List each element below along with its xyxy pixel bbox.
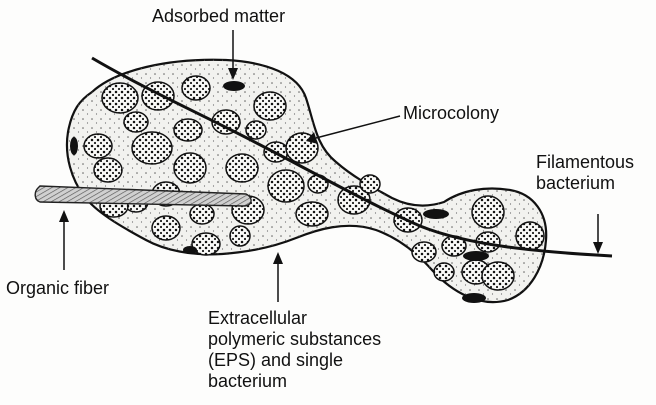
- bacterial-cell: [412, 242, 436, 262]
- label-eps-line-3: (EPS) and single: [208, 350, 381, 371]
- adsorbed-particle: [463, 251, 489, 261]
- bacterial-cell: [132, 132, 172, 164]
- bacterial-cell: [174, 119, 202, 141]
- bacterial-cell: [174, 153, 206, 183]
- bacterial-cell: [124, 112, 148, 132]
- bacterial-cell: [434, 263, 454, 281]
- bacterial-cell: [182, 76, 210, 100]
- adsorbed-particle: [423, 209, 449, 219]
- label-microcolony: Microcolony: [403, 103, 499, 124]
- label-organic-fiber: Organic fiber: [6, 278, 109, 299]
- bacterial-cell: [230, 226, 250, 246]
- adsorbed-particle: [183, 246, 197, 254]
- label-filamentous-bacterium: Filamentous bacterium: [536, 152, 634, 194]
- bacterial-cell: [472, 196, 504, 228]
- bacterial-cell: [254, 92, 286, 120]
- bacterial-cell: [190, 204, 214, 224]
- bacterial-cell: [94, 158, 122, 182]
- bacterial-cell: [102, 83, 138, 113]
- label-filamentous-line-1: Filamentous: [536, 152, 634, 173]
- bacterial-cell: [226, 154, 258, 182]
- bacterial-cell: [268, 170, 304, 202]
- label-eps-line-2: polymeric substances: [208, 329, 381, 350]
- arrow-microcolony: [316, 116, 400, 138]
- label-adsorbed-matter: Adsorbed matter: [152, 6, 285, 27]
- adsorbed-particle: [70, 137, 78, 155]
- bacterial-cell: [84, 134, 112, 158]
- label-filamentous-line-2: bacterium: [536, 173, 634, 194]
- bacterial-cell: [296, 202, 328, 226]
- bacterial-cell: [152, 216, 180, 240]
- bacterial-cell: [360, 175, 380, 193]
- label-eps-line-1: Extracellular: [208, 308, 381, 329]
- bacterial-cell: [482, 262, 514, 290]
- label-eps-line-4: bacterium: [208, 371, 381, 392]
- bacterial-cell: [516, 222, 544, 250]
- adsorbed-particle: [223, 81, 245, 91]
- label-eps: Extracellular polymeric substances (EPS)…: [208, 308, 381, 392]
- adsorbed-particle: [462, 293, 486, 303]
- bacterial-cell: [246, 121, 266, 139]
